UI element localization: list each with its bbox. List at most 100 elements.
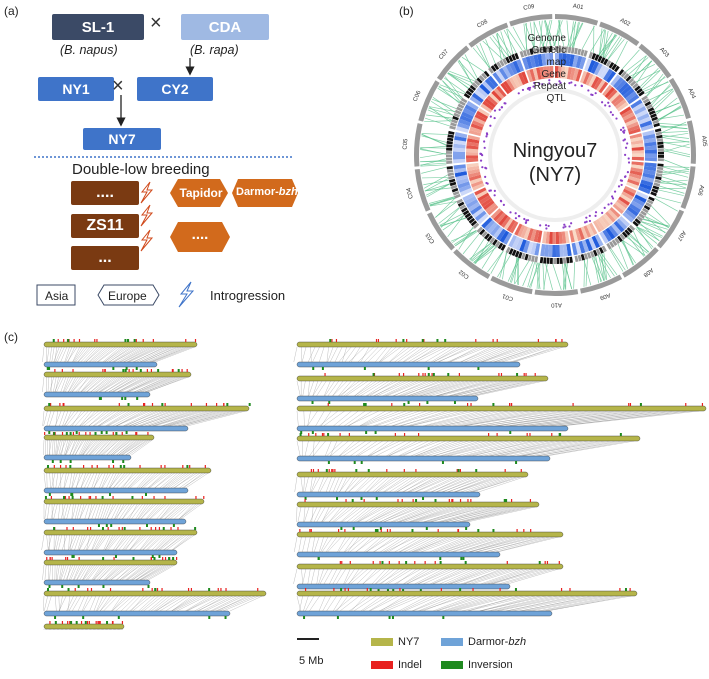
- alignment-line: [511, 595, 587, 612]
- alignment-line: [332, 476, 340, 493]
- repeat-density-segment: [533, 229, 540, 243]
- alignment-line: [392, 410, 441, 427]
- alignment-line: [92, 410, 113, 427]
- sl1-box: SL-1: [52, 14, 144, 40]
- genetic-map-segment: [448, 130, 455, 135]
- ny7-chromosome-bar: [296, 405, 707, 412]
- alignment-line: [89, 439, 103, 456]
- inversion-mark: [391, 616, 394, 619]
- alignment-line: [474, 410, 570, 427]
- genetic-map-segment: [467, 87, 475, 94]
- alignment-line: [434, 410, 502, 427]
- repeat-density-segment: [592, 220, 602, 233]
- genetic-map-segment: [457, 201, 465, 207]
- indel-mark: [78, 432, 80, 435]
- alignment-line: [355, 476, 371, 493]
- alignment-line: [329, 476, 336, 493]
- alignment-line: [369, 380, 394, 397]
- indel-mark: [530, 529, 532, 532]
- alignment-line: [71, 503, 74, 520]
- indel-mark: [344, 588, 346, 591]
- inversion-mark: [329, 339, 332, 342]
- alignment-line: [84, 503, 90, 520]
- indel-mark: [194, 339, 197, 342]
- alignment-line: [106, 439, 123, 456]
- alignment-line: [307, 380, 310, 397]
- gene-density-segment: [533, 54, 540, 68]
- genetic-map-segment: [446, 140, 453, 145]
- alignment-line: [402, 440, 435, 457]
- genetic-map-segment: [468, 217, 476, 224]
- alignment-line: [329, 346, 338, 363]
- indel-mark: [204, 465, 206, 468]
- synteny-link: [538, 20, 545, 47]
- inversion-mark: [434, 499, 437, 502]
- repeat-density-segment: [595, 218, 605, 231]
- alignment-line: [344, 346, 356, 363]
- alignment-line: [457, 506, 519, 523]
- genetic-map-segment: [493, 63, 500, 70]
- repeat-density-segment: [602, 213, 614, 225]
- alignment-line: [355, 536, 377, 553]
- alignment-line: [96, 595, 108, 612]
- repeat-density-segment: [466, 148, 479, 153]
- alignment-line: [453, 595, 513, 612]
- indel-mark: [339, 433, 341, 436]
- ny7-chromosome-bar: [296, 435, 641, 442]
- indel-mark: [65, 557, 67, 560]
- genetic-map-segment: [592, 249, 598, 257]
- alignment-line: [107, 534, 121, 551]
- alignment-line: [140, 534, 154, 551]
- indel-mark: [399, 588, 401, 591]
- repeat-density-segment: [561, 231, 567, 244]
- inversion-mark: [127, 339, 130, 342]
- gene-density-segment: [464, 195, 477, 205]
- qtl-point: [525, 219, 528, 222]
- alignment-line: [430, 346, 456, 363]
- alignment-line: [53, 376, 57, 393]
- indel-mark: [50, 496, 53, 499]
- alignment-line: [357, 506, 382, 523]
- alignment-line: [329, 568, 338, 585]
- repeat-density-segment: [470, 180, 484, 188]
- indel-mark: [91, 465, 93, 468]
- synteny-link: [573, 262, 576, 289]
- alignment-line: [478, 440, 543, 457]
- alignment-line: [530, 595, 609, 612]
- gene-density-segment: [464, 104, 477, 114]
- indel-mark: [386, 469, 388, 472]
- alignment-line: [399, 536, 431, 553]
- alignment-line: [112, 346, 136, 363]
- alignment-line: [471, 380, 540, 397]
- repeat-density-segment: [487, 204, 499, 216]
- synteny-link: [545, 20, 552, 47]
- synteny-link: [447, 214, 465, 238]
- synteny-link: [509, 257, 519, 283]
- indel-mark: [422, 373, 424, 376]
- indel-mark: [220, 588, 222, 591]
- repeat-density-segment: [611, 94, 623, 105]
- genetic-map-segment: [457, 103, 465, 109]
- alignment-line: [418, 380, 469, 397]
- qtl-point: [523, 217, 526, 221]
- repeat-density-segment: [560, 66, 566, 79]
- alignment-line: [82, 564, 91, 581]
- alignment-line: [398, 506, 443, 523]
- alignment-line: [124, 472, 139, 489]
- genetic-map-segment: [505, 56, 511, 64]
- alignment-line: [113, 534, 124, 551]
- ny7-chromosome-bar: [296, 531, 564, 538]
- genetic-map-segment: [624, 229, 631, 236]
- alignment-line: [80, 376, 94, 393]
- alignment-line: [172, 534, 193, 551]
- alignment-line: [179, 472, 200, 489]
- alignment-line: [141, 376, 179, 393]
- alignment-line: [52, 564, 54, 581]
- alignment-line: [43, 595, 45, 612]
- alignment-line: [151, 410, 198, 427]
- alignment-line: [426, 440, 475, 457]
- legend-ny7-label: NY7: [398, 636, 420, 648]
- indel-mark: [431, 373, 433, 376]
- alignment-line: [312, 440, 326, 457]
- chromosome-ideogram: [686, 120, 696, 164]
